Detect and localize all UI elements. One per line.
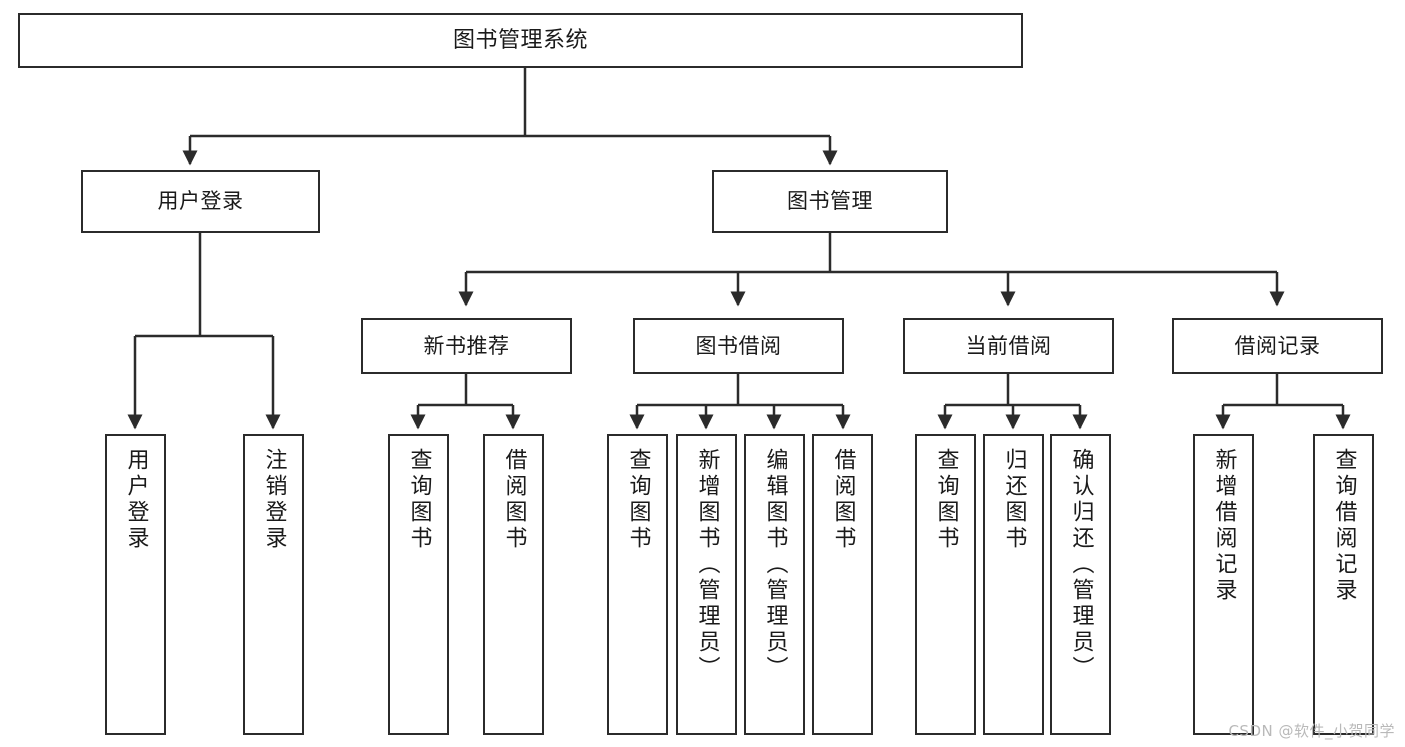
edge-bookmgmt-to-level2 <box>458 233 1285 307</box>
leaf-logout[interactable]: 注销登录 <box>243 434 304 735</box>
leaf-confirm-return-admin[interactable]: 确认归还（管理员） <box>1050 434 1111 735</box>
leaf-search-book[interactable]: 查询图书 <box>607 434 668 735</box>
node-book-management[interactable]: 图书管理 <box>712 170 948 233</box>
node-label: 归还图书 <box>1001 448 1027 552</box>
leaf-search-book-current[interactable]: 查询图书 <box>915 434 976 735</box>
node-label: 图书借阅 <box>695 333 782 358</box>
node-label: 用户登录 <box>157 189 244 214</box>
leaf-return-book[interactable]: 归还图书 <box>983 434 1044 735</box>
node-user-login[interactable]: 用户登录 <box>81 170 320 233</box>
leaf-add-borrow-record[interactable]: 新增借阅记录 <box>1193 434 1254 735</box>
node-label: 确认归还（管理员） <box>1068 448 1094 682</box>
node-label: 借阅图书 <box>501 448 527 552</box>
edge-record-to-leaves <box>1215 374 1351 430</box>
edge-root-to-level1 <box>182 68 838 166</box>
node-label: 新书推荐 <box>423 333 510 358</box>
node-new-book-recommend[interactable]: 新书推荐 <box>361 318 572 374</box>
node-label: 新增借阅记录 <box>1211 448 1237 604</box>
node-label: 查询图书 <box>406 448 432 552</box>
node-label: 编辑图书（管理员） <box>762 448 788 682</box>
edge-borrow-to-leaves <box>629 374 851 430</box>
leaf-edit-book-admin[interactable]: 编辑图书（管理员） <box>744 434 805 735</box>
leaf-borrow-book[interactable]: 借阅图书 <box>812 434 873 735</box>
node-label: 借阅记录 <box>1234 333 1321 358</box>
node-label: 新增图书（管理员） <box>694 448 720 682</box>
edge-current-to-leaves <box>937 374 1088 430</box>
edge-newbook-to-leaves <box>410 374 521 430</box>
node-borrow-record[interactable]: 借阅记录 <box>1172 318 1383 374</box>
node-label: 注销登录 <box>261 448 287 552</box>
node-label: 图书管理 <box>787 189 873 214</box>
node-current-borrow[interactable]: 当前借阅 <box>903 318 1114 374</box>
leaf-search-book-recommend[interactable]: 查询图书 <box>388 434 449 735</box>
leaf-borrow-book-recommend[interactable]: 借阅图书 <box>483 434 544 735</box>
node-root-system[interactable]: 图书管理系统 <box>18 13 1023 68</box>
leaf-add-book-admin[interactable]: 新增图书（管理员） <box>676 434 737 735</box>
leaf-user-login[interactable]: 用户登录 <box>105 434 166 735</box>
edge-userlogin-to-leaves <box>127 233 281 430</box>
node-label: 用户登录 <box>123 448 149 552</box>
node-label: 查询图书 <box>625 448 651 552</box>
node-label: 借阅图书 <box>830 448 856 552</box>
watermark: CSDN @软件_小贺同学 <box>1228 722 1395 740</box>
node-label: 查询图书 <box>933 448 959 552</box>
node-book-borrow[interactable]: 图书借阅 <box>633 318 844 374</box>
leaf-search-borrow-record[interactable]: 查询借阅记录 <box>1313 434 1374 735</box>
node-label: 当前借阅 <box>965 333 1052 358</box>
node-label: 查询借阅记录 <box>1331 448 1357 604</box>
node-label: 图书管理系统 <box>452 27 588 53</box>
